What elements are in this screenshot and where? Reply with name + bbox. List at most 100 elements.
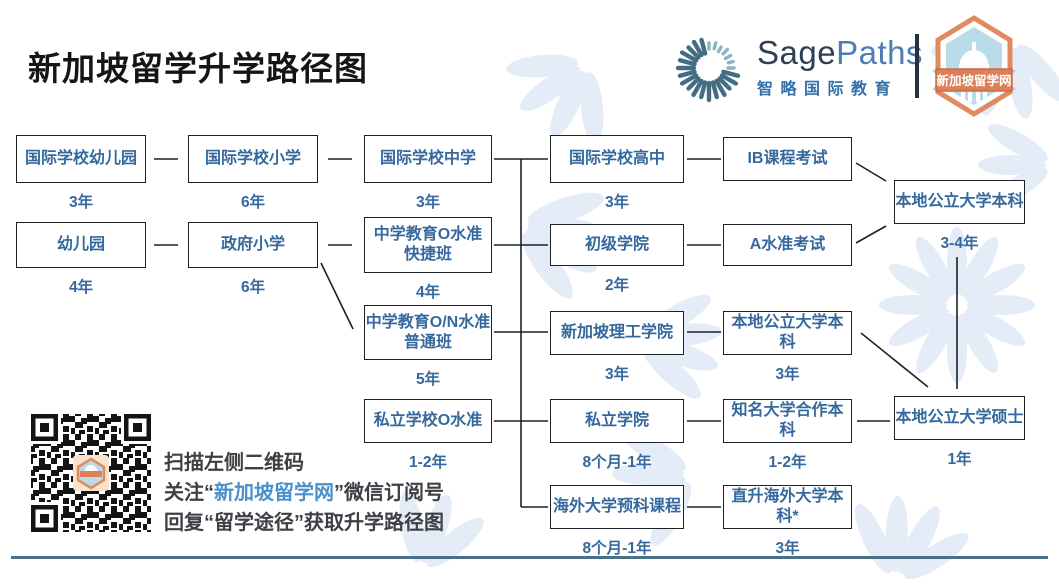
footer-line-2-suffix: ”微信订阅号 — [334, 482, 444, 504]
node-secondary-o-level-express: 中学教育O水准快捷班 4年 — [364, 217, 492, 302]
node-box: 国际学校中学 — [364, 135, 492, 183]
node-kindergarten: 幼儿园 4年 — [16, 222, 146, 297]
brand-block: SagePaths 智略国际教育 — [757, 34, 923, 99]
qr-center-logo — [73, 455, 109, 491]
node-box: 知名大学合作本科 — [723, 399, 852, 443]
node-label: A水准考试 — [749, 236, 826, 253]
node-box: A水准考试 — [723, 224, 852, 266]
node-label: 国际学校高中 — [568, 150, 665, 167]
node-intl-primary: 国际学校小学 6年 — [188, 135, 318, 212]
node-label-line2: 快捷班 — [403, 246, 452, 263]
node-local-public-uni-master: 本地公立大学硕士 1年 — [894, 396, 1025, 469]
brand-name-sage: Sage — [757, 34, 837, 71]
node-label: 私立学院 — [584, 412, 649, 429]
node-box: 私立学院 — [550, 399, 684, 443]
node-intl-kindergarten: 国际学校幼儿园 3年 — [16, 135, 146, 212]
node-label: 中学教育O水准 — [373, 226, 483, 243]
node-govt-primary: 政府小学 6年 — [188, 222, 318, 297]
page-title: 新加坡留学升学路径图 — [28, 50, 368, 87]
brand-name-paths: Paths — [836, 34, 923, 71]
node-label: 新加坡理工学院 — [560, 324, 673, 341]
node-box: 初级学院 — [550, 224, 684, 266]
brand-name: SagePaths — [757, 34, 923, 72]
node-box: 幼儿园 — [16, 222, 146, 268]
node-local-public-uni-bachelor-b: 本地公立大学本科 3年 — [723, 311, 852, 384]
node-overseas-uni-bachelor: 直升海外大学本科* 3年 — [723, 485, 852, 558]
node-secondary-on-level-normal: 中学教育O/N水准普通班 5年 — [364, 305, 492, 389]
node-label: 中学教育O/N水准 — [365, 313, 491, 331]
node-duration: 1-2年 — [768, 454, 807, 471]
node-box: 中学教育O水准快捷班 — [364, 217, 492, 273]
bottom-divider-rule — [11, 556, 1048, 559]
node-duration: 3年 — [775, 540, 800, 557]
node-duration: 2年 — [604, 277, 630, 294]
node-private-school-o-level: 私立学校O水准 1-2年 — [364, 399, 492, 472]
footer-line-2-highlight: 新加坡留学网 — [214, 482, 334, 504]
node-label: 幼儿园 — [56, 236, 105, 253]
footer-line-2-prefix: 关注“ — [164, 482, 214, 504]
node-label-line2: 普通班 — [403, 333, 452, 351]
node-duration: 1-2年 — [409, 454, 447, 471]
node-duration: 6年 — [240, 279, 266, 296]
footer-line-2: 关注“新加坡留学网”微信订阅号 — [164, 478, 444, 508]
node-label: 政府小学 — [220, 236, 285, 253]
node-duration: 3年 — [415, 194, 441, 211]
node-label: 本地公立大学硕士 — [895, 409, 1024, 426]
node-box: 本地公立大学硕士 — [894, 396, 1025, 440]
footer-caption: 扫描左侧二维码 关注“新加坡留学网”微信订阅号 回复“留学途径”获取升学路径图 — [164, 448, 444, 538]
node-box: 本地公立大学本科 — [894, 180, 1025, 224]
node-singapore-polytechnic: 新加坡理工学院 3年 — [550, 311, 684, 384]
node-box: 本地公立大学本科 — [723, 311, 852, 355]
qr-code — [27, 410, 155, 536]
node-overseas-uni-foundation: 海外大学预科课程 8个月-1年 — [550, 485, 684, 558]
brand-subtitle: 智略国际教育 — [757, 81, 899, 98]
node-box: 海外大学预科课程 — [550, 485, 684, 529]
node-box: 直升海外大学本科* — [723, 485, 852, 529]
node-intl-secondary: 国际学校中学 3年 — [364, 135, 492, 212]
node-a-level-exam: A水准考试 — [723, 224, 852, 273]
node-duration: 4年 — [68, 279, 94, 296]
footer-line-1: 扫描左侧二维码 — [164, 452, 304, 474]
node-duration: 3-4年 — [940, 235, 979, 252]
node-duration: 4年 — [415, 284, 441, 301]
node-box: 新加坡理工学院 — [550, 311, 684, 355]
node-label: 本地公立大学本科 — [731, 314, 844, 351]
node-box: 中学教育O/N水准普通班 — [364, 305, 492, 360]
node-duration: 3年 — [604, 194, 630, 211]
brand-divider — [915, 34, 919, 98]
node-label: IB课程考试 — [747, 150, 828, 167]
sagepaths-burst-icon — [675, 37, 741, 103]
node-duration: 3年 — [775, 366, 800, 383]
node-label: 私立学校O水准 — [373, 412, 483, 429]
node-box: IB课程考试 — [723, 137, 852, 181]
node-duration: 5年 — [415, 371, 441, 388]
node-box: 私立学校O水准 — [364, 399, 492, 443]
node-duration: 3年 — [68, 194, 94, 211]
node-label: 海外大学预科课程 — [552, 498, 681, 515]
node-label: 国际学校中学 — [379, 150, 476, 167]
node-label: 知名大学合作本科 — [731, 402, 844, 439]
node-junior-college: 初级学院 2年 — [550, 224, 684, 295]
node-label: 直升海外大学本科* — [731, 488, 844, 525]
node-intl-highschool: 国际学校高中 3年 — [550, 135, 684, 212]
node-label: 国际学校小学 — [204, 150, 301, 167]
node-duration: 6年 — [240, 194, 266, 211]
node-box: 国际学校高中 — [550, 135, 684, 183]
node-box: 国际学校幼儿园 — [16, 135, 146, 183]
node-label: 初级学院 — [584, 236, 649, 253]
node-duration: 3年 — [604, 366, 630, 383]
node-ib-exam: IB课程考试 — [723, 137, 852, 188]
node-label: 国际学校幼儿园 — [24, 150, 137, 167]
node-duration: 8个月-1年 — [582, 454, 652, 471]
node-duration: 8个月-1年 — [582, 540, 652, 557]
node-label: 本地公立大学本科 — [895, 193, 1024, 210]
node-private-college: 私立学院 8个月-1年 — [550, 399, 684, 472]
node-box: 国际学校小学 — [188, 135, 318, 183]
singapore-study-badge-logo: 新加坡留学网 — [932, 15, 1016, 117]
node-local-public-uni-bachelor-a: 本地公立大学本科 3-4年 — [894, 180, 1025, 253]
badge-text: 新加坡留学网 — [936, 73, 1011, 88]
node-partner-uni-bachelor: 知名大学合作本科 1-2年 — [723, 399, 852, 472]
footer-line-3: 回复“留学途径”获取升学路径图 — [164, 512, 444, 534]
